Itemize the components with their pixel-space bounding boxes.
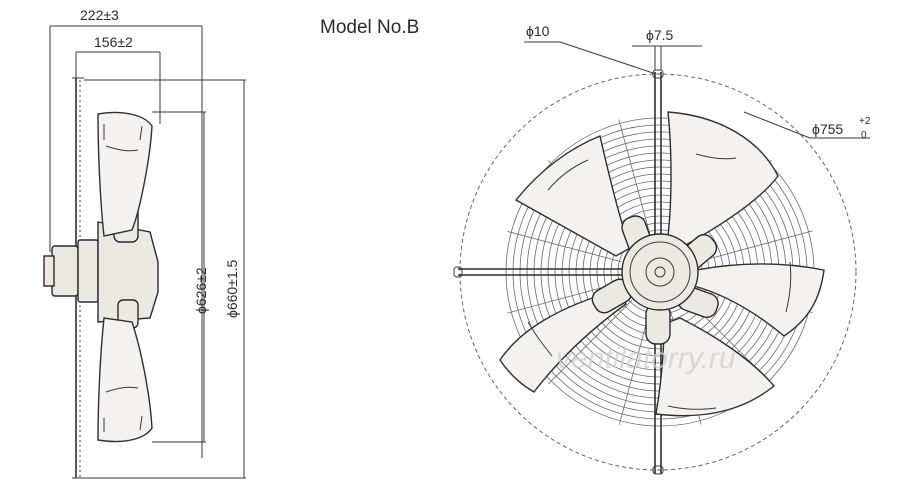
model-title: Model No.B: [320, 17, 419, 38]
blade-upper-left: [514, 135, 631, 257]
guard-spoke: [548, 300, 633, 385]
watermark: ventilatorry.ru: [556, 342, 736, 375]
blade-left: [499, 289, 627, 393]
blade-bottom: [655, 317, 775, 417]
side-view: 222±3 156±2 ϕ626±2 ϕ660±1.5: [43, 7, 246, 479]
front-view: ϕ10 ϕ7.5 ϕ755 +2 0: [453, 23, 871, 475]
guard-spoke: [698, 230, 813, 262]
guard-spoke: [507, 230, 622, 263]
blade-top: [667, 111, 779, 247]
guard-spoke: [618, 310, 651, 425]
dim-tolerance-lower: 0: [861, 130, 867, 141]
dim-blade-diameter: ϕ626±2: [193, 267, 209, 314]
dim-overall-depth: 222±3: [80, 7, 119, 23]
dim-outer-diameter: ϕ755: [812, 121, 843, 137]
blade-right: [693, 263, 825, 337]
dim-tolerance-upper: +2: [859, 116, 871, 127]
dim-blade-depth: 156±2: [94, 34, 133, 50]
guard-spoke: [618, 119, 650, 234]
dim-rod-diameter: ϕ7.5: [646, 27, 674, 43]
dim-guard-diameter: ϕ660±1.5: [224, 259, 240, 318]
dim-mounting-hole: ϕ10: [526, 23, 550, 39]
